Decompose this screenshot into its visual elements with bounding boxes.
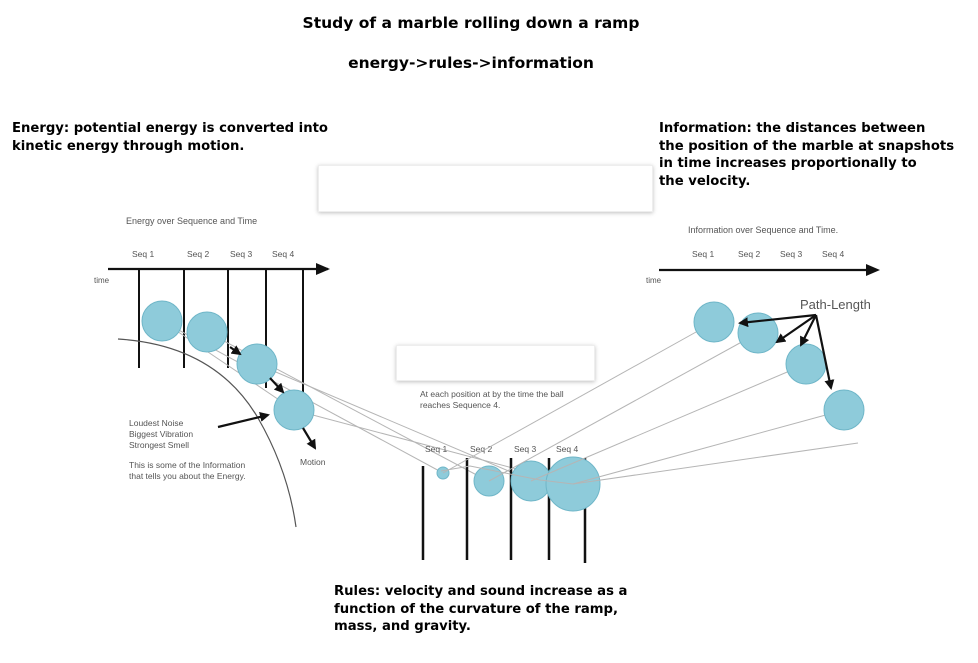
energy-note: Energy: potential energy is converted in…	[12, 120, 328, 155]
left-seq-label: Seq 1	[132, 249, 154, 259]
right-time-axis-arrowhead	[866, 264, 880, 276]
marble	[785, 343, 827, 385]
middle-seq-label: Seq 2	[470, 444, 492, 454]
rules-note-line: Rules: velocity and sound increase as a	[334, 584, 628, 599]
motion-arrow	[302, 427, 317, 450]
middle-seq-label: Seq 3	[514, 444, 536, 454]
right-seq-label: Seq 1	[692, 249, 714, 259]
ramp-curve	[117, 338, 297, 528]
information-note-line: Information: the distances between	[659, 121, 926, 136]
right-guide-lines	[440, 321, 859, 485]
left-panel-heading: Energy over Sequence and Time	[126, 216, 257, 226]
middle-seq-label: Seq 1	[425, 444, 447, 454]
right-seq-label: Seq 4	[822, 249, 844, 259]
left-seq-label: Seq 3	[230, 249, 252, 259]
path-length-label: Path-Length	[800, 297, 871, 312]
information-note-line: the position of the marble at snapshots	[659, 138, 955, 154]
right-panel-heading: Information over Sequence and Time.	[688, 225, 838, 235]
rules-note-line: mass, and gravity.	[334, 619, 471, 635]
energy-note-line: Energy: potential energy is converted in…	[12, 121, 328, 136]
path-length-arrow	[814, 314, 835, 390]
rules-note-line: function of the curvature of the ramp,	[334, 601, 618, 617]
page-subtitle: energy->rules->information	[348, 54, 594, 72]
left-time-label: time	[94, 276, 110, 285]
motion-label: Motion	[300, 457, 326, 467]
right-seq-label: Seq 2	[738, 249, 760, 259]
path-length-arrow	[775, 314, 817, 344]
marble	[823, 389, 865, 431]
sensation-label: Loudest Noise	[129, 418, 184, 428]
info-caption: This is some of the Information	[129, 460, 245, 470]
right-seq-label: Seq 3	[780, 249, 802, 259]
sensation-arrow	[217, 412, 270, 429]
marble	[186, 311, 228, 353]
marble	[273, 389, 315, 431]
sequence-arrow	[269, 377, 285, 394]
blank-caption-card	[318, 165, 653, 212]
information-note-line: in time increases proportionally to	[659, 156, 917, 172]
blank-caption-card	[396, 345, 595, 381]
middle-caption: reaches Sequence 4.	[420, 400, 500, 410]
path-length-arrow	[800, 314, 817, 347]
rules-note: Rules: velocity and sound increase as a …	[334, 583, 627, 636]
page-title: Study of a marble rolling down a ramp	[302, 14, 640, 32]
marble	[236, 343, 278, 385]
left-time-axis-arrowhead	[316, 263, 330, 275]
left-seq-label: Seq 4	[272, 249, 294, 259]
sequence-arrow	[229, 345, 242, 356]
info-caption: that tells you about the Energy.	[129, 471, 246, 481]
right-time-label: time	[646, 276, 662, 285]
sensation-label: Strongest Smell	[129, 440, 189, 450]
information-note-line: the velocity.	[659, 173, 751, 189]
information-note: Information: the distances between the p…	[659, 120, 954, 190]
sensation-label: Biggest Vibration	[129, 429, 193, 439]
energy-note-line: kinetic energy through motion.	[12, 138, 245, 154]
path-length-arrow	[738, 313, 817, 328]
middle-caption: At each position at by the time the ball	[420, 389, 564, 399]
marble	[693, 301, 735, 343]
left-seq-label: Seq 2	[187, 249, 209, 259]
marble	[141, 300, 183, 342]
middle-seq-label: Seq 4	[556, 444, 578, 454]
